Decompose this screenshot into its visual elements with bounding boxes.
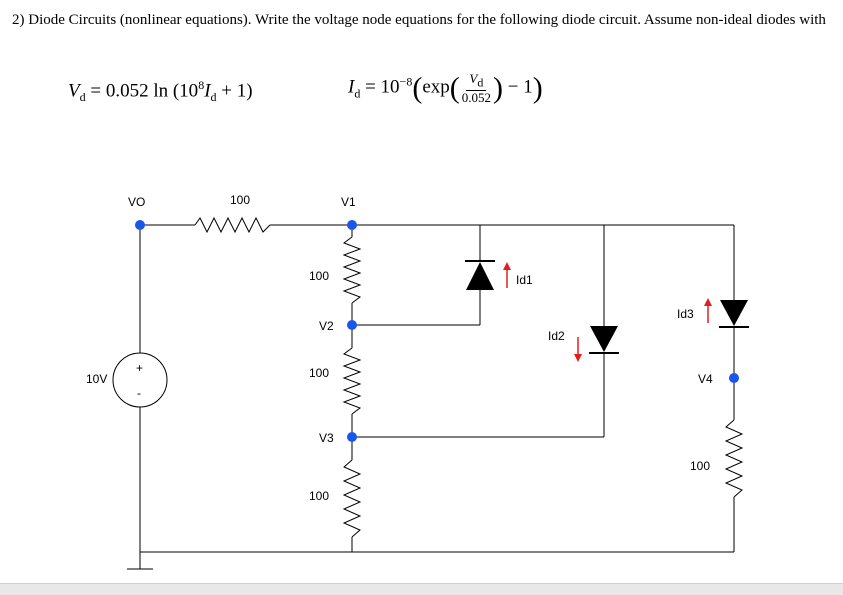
source-plus: +: [136, 361, 143, 375]
label-v4: V4: [698, 372, 713, 386]
label-v1: V1: [341, 195, 356, 209]
diode-d2-triangle: [590, 326, 618, 352]
eq2-tail: − 1: [507, 76, 533, 98]
diode-d1-triangle: [466, 262, 494, 290]
eq1-coef: = 0.052 ln (10: [90, 80, 199, 102]
label-r-v2v3: 100: [309, 366, 329, 380]
eq2-lhs: I: [348, 76, 355, 98]
diode-d1: [465, 260, 495, 290]
node-v2: [347, 320, 357, 330]
label-r-v4gnd: 100: [690, 459, 710, 473]
eq2-inner-open-paren: (: [449, 71, 460, 105]
diode-d3: [719, 300, 749, 328]
label-id1: Id1: [516, 273, 533, 287]
label-vo: VO: [128, 195, 145, 209]
label-id3: Id3: [677, 307, 694, 321]
label-id2: Id2: [548, 329, 565, 343]
arrow-id3-head: [704, 298, 712, 306]
window-bottom-bar: [0, 583, 843, 595]
label-source: 10V: [86, 372, 107, 386]
eq1-var: I: [204, 80, 211, 102]
eq2-inner-close-paren: ): [493, 71, 504, 105]
eq2-lhs-sub: d: [354, 86, 361, 101]
label-r-v1v2: 100: [309, 269, 329, 283]
eq2-num-sub: d: [477, 75, 484, 90]
arrow-id1-head: [503, 262, 511, 270]
node-v1: [347, 220, 357, 230]
diode-d2: [589, 326, 619, 354]
label-r-v3gnd: 100: [309, 489, 329, 503]
arrow-id2-head: [574, 354, 582, 362]
eq2-close-paren: ): [532, 71, 543, 105]
eq2-num-var: V: [469, 71, 478, 86]
source-minus: -: [137, 386, 141, 400]
node-v4: [729, 373, 739, 383]
resistor-v4-gnd: [724, 419, 744, 498]
wires: [112, 216, 744, 570]
problem-statement: 2) Diode Circuits (nonlinear equations).…: [12, 12, 826, 28]
resistor-v3-gnd: [342, 459, 362, 538]
eq1-lhs: V: [68, 80, 80, 102]
node-v3: [347, 432, 357, 442]
eq2-numerator: Vd: [466, 71, 487, 91]
node-vo: [135, 220, 145, 230]
nodes: [135, 220, 739, 442]
diode-voltage-equation: Vd = 0.052 ln (108Id + 1): [68, 78, 253, 105]
eq2-exp: −8: [399, 74, 413, 89]
eq2-eq-sign: = 10: [365, 76, 400, 98]
eq2-denominator: 0.052: [461, 89, 492, 105]
label-v3: V3: [319, 431, 334, 445]
resistor-v2-v3: [342, 347, 362, 415]
current-arrows: [503, 262, 712, 362]
eq1-lhs-sub: d: [79, 90, 86, 105]
eq1-var-sub: d: [210, 90, 217, 105]
eq1-tail: + 1): [221, 80, 253, 102]
label-v2: V2: [319, 319, 334, 333]
resistor-top: [194, 216, 271, 234]
eq1-exp: 8: [198, 78, 205, 92]
diode-d3-triangle: [720, 300, 748, 326]
label-r-top: 100: [230, 193, 250, 207]
eq2-open-paren: (: [412, 71, 423, 105]
eq2-fn: exp: [422, 76, 450, 98]
resistor-v1-v2: [342, 236, 362, 304]
